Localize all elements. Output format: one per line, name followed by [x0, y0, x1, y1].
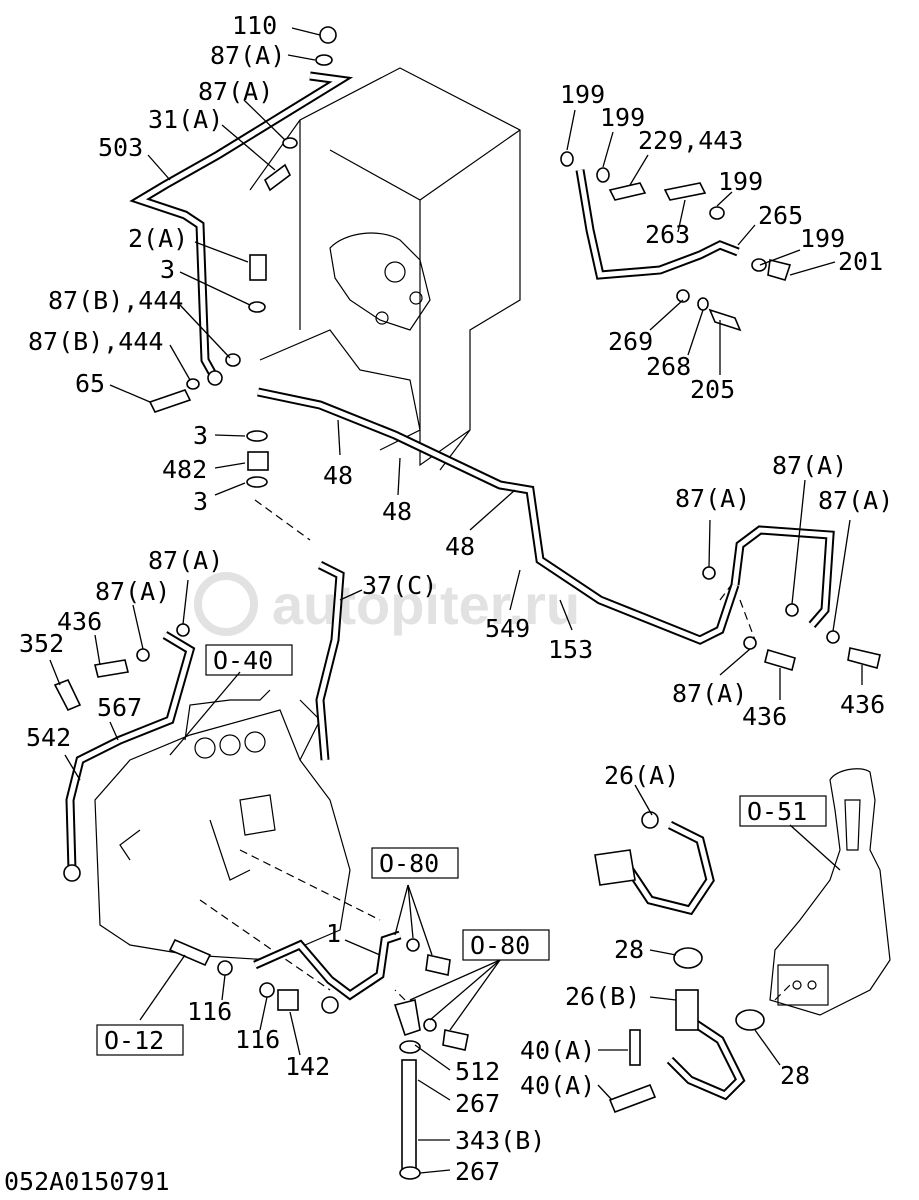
- label-269: 269: [608, 327, 653, 356]
- svg-text:O-80: O-80: [379, 849, 439, 878]
- label-87a: 87(A): [148, 546, 223, 575]
- watermark: autopiter.ru: [194, 572, 580, 636]
- ref-o-12: O-12: [96, 1024, 184, 1056]
- pipes: [65, 71, 835, 1171]
- leader-lines: [49, 27, 863, 1174]
- label-65: 65: [75, 369, 105, 398]
- svg-text:O-51: O-51: [747, 797, 807, 826]
- label-199: 199: [718, 167, 763, 196]
- label-3: 3: [160, 255, 175, 284]
- label-40a: 40(A): [520, 1071, 595, 1100]
- label-87b-444: 87(B),444: [48, 286, 183, 315]
- governor-housing: [769, 768, 891, 1016]
- label-87a: 87(A): [210, 41, 285, 70]
- label-1: 1: [326, 919, 341, 948]
- label-28: 28: [780, 1061, 810, 1090]
- label-567: 567: [97, 693, 142, 722]
- label-352: 352: [19, 629, 64, 658]
- label-26a: 26(A): [604, 761, 679, 790]
- ref-o-80-top: O-80: [371, 847, 459, 879]
- label-3: 3: [193, 421, 208, 450]
- small-parts: [53, 26, 881, 1180]
- label-503: 503: [98, 133, 143, 162]
- svg-text:O-12: O-12: [104, 1026, 164, 1055]
- label-116: 116: [187, 997, 232, 1026]
- svg-text:O-40: O-40: [213, 646, 273, 675]
- label-48: 48: [445, 532, 475, 561]
- label-549: 549: [485, 614, 530, 643]
- label-268: 268: [646, 352, 691, 381]
- label-436: 436: [840, 690, 885, 719]
- ref-o-80-bottom: O-80: [462, 929, 550, 961]
- label-436: 436: [742, 702, 787, 731]
- label-263: 263: [645, 220, 690, 249]
- label-87a: 87(A): [772, 451, 847, 480]
- label-28: 28: [614, 935, 644, 964]
- label-229-443: 229,443: [638, 126, 743, 155]
- label-482: 482: [162, 455, 207, 484]
- dashed-guides: [199, 499, 791, 1001]
- label-512: 512: [455, 1057, 500, 1086]
- label-153: 153: [548, 635, 593, 664]
- label-87a: 87(A): [198, 77, 273, 106]
- label-205: 205: [690, 375, 735, 404]
- svg-text:O-80: O-80: [470, 931, 530, 960]
- label-87a: 87(A): [675, 484, 750, 513]
- label-87a: 87(A): [818, 486, 893, 515]
- label-87a: 87(A): [672, 679, 747, 708]
- label-3: 3: [193, 487, 208, 516]
- label-542: 542: [26, 723, 71, 752]
- label-142: 142: [285, 1052, 330, 1081]
- drawing-number: 052A0150791: [4, 1167, 170, 1196]
- engine-block: [249, 67, 521, 471]
- label-199: 199: [560, 80, 605, 109]
- label-31a: 31(A): [148, 105, 223, 134]
- label-436: 436: [57, 607, 102, 636]
- svg-text:autopiter.ru: autopiter.ru: [272, 573, 580, 636]
- reference-boxes: O-40 O-51 O-80 O-80 O-12: [96, 644, 827, 1056]
- label-87a: 87(A): [95, 577, 170, 606]
- label-201: 201: [838, 247, 883, 276]
- label-40a: 40(A): [520, 1036, 595, 1065]
- label-48: 48: [382, 497, 412, 526]
- ref-o-40: O-40: [205, 644, 293, 676]
- label-48: 48: [323, 461, 353, 490]
- label-110: 110: [232, 11, 277, 40]
- label-199: 199: [600, 103, 645, 132]
- label-37c: 37(C): [362, 571, 437, 600]
- ref-o-51: O-51: [739, 795, 827, 827]
- part-labels: 110 87(A) 87(A) 31(A) 503 2(A) 3 87(B),4…: [19, 11, 893, 1186]
- label-26b: 26(B): [565, 982, 640, 1011]
- label-267: 267: [455, 1089, 500, 1118]
- label-267: 267: [455, 1157, 500, 1186]
- label-343b: 343(B): [455, 1126, 545, 1155]
- label-199: 199: [800, 224, 845, 253]
- label-2a: 2(A): [128, 224, 188, 253]
- label-87b-444: 87(B),444: [28, 327, 163, 356]
- label-265: 265: [758, 201, 803, 230]
- label-116: 116: [235, 1025, 280, 1054]
